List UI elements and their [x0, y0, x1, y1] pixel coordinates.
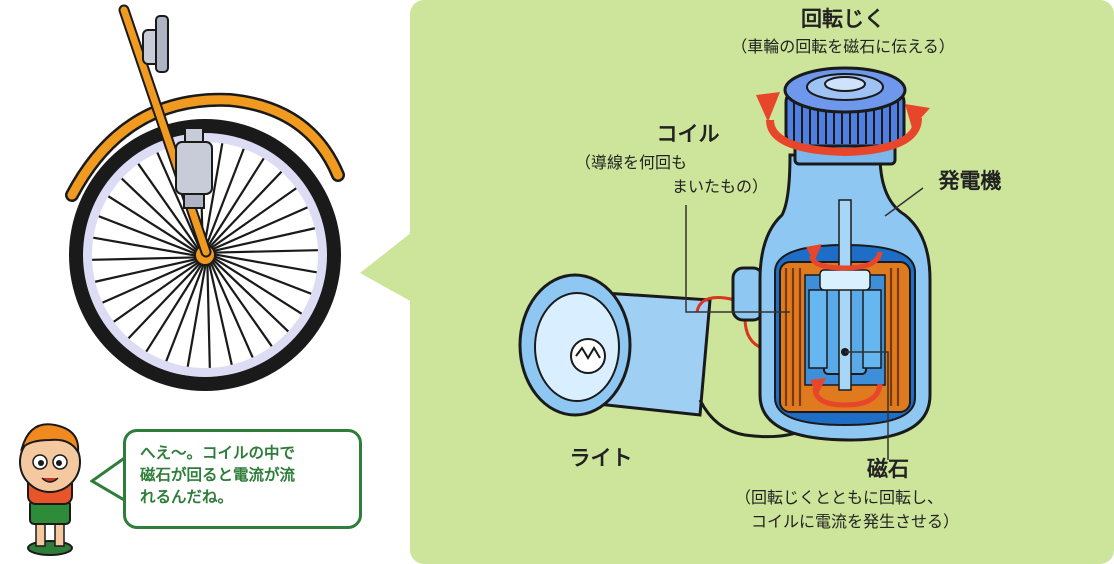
axle-description: （車輪の回転を磁石に伝える）	[731, 37, 955, 56]
front-fork	[118, 4, 212, 258]
magnet-description-line2: コイルに電流を発生させる）	[751, 512, 960, 531]
rotation-arrow-mid	[809, 251, 883, 271]
generator	[731, 66, 932, 442]
wheel-spoke	[210, 253, 312, 295]
wheel-spoke	[209, 257, 273, 347]
wheel-spoke	[206, 170, 283, 251]
black-wire	[698, 399, 806, 439]
wheel-spoke	[208, 206, 308, 252]
wheel-spoke	[113, 259, 203, 323]
character	[19, 423, 81, 556]
rotation-arrowhead-top-right	[905, 104, 930, 128]
wheel-spoke	[94, 257, 201, 283]
speech-bubble: へえ～。コイルの中で 磁石が回ると電流が流 れるんだね。	[123, 429, 362, 529]
wheel-spoke	[209, 227, 316, 253]
wheel-spoke	[210, 252, 317, 274]
wheel-spoke	[98, 215, 200, 257]
wheel-spoke	[202, 143, 224, 250]
magnet-description-line1: （回転じくとともに回転し、	[735, 488, 944, 507]
wheel-spoke	[206, 260, 211, 368]
bike-light	[142, 15, 169, 73]
wheel-spoke	[186, 260, 208, 367]
wheel-spoke	[156, 152, 202, 252]
wheel-spoke	[207, 187, 297, 251]
wheel-spoke	[203, 148, 245, 250]
coil-title: コイル	[656, 122, 720, 146]
speech-bubble-text: へえ～。コイルの中で 磁石が回ると電流が流 れるんだね。	[140, 444, 296, 506]
wheel-spoke	[120, 177, 201, 254]
bike-dynamo	[175, 127, 213, 209]
coil-description-line1: （導線を何回も	[575, 153, 688, 172]
wheel-spoke	[107, 195, 200, 255]
light-title: ライト	[569, 446, 633, 470]
wheel-spoke	[93, 236, 200, 258]
coil-leader	[685, 205, 790, 313]
wheel-spoke	[210, 249, 318, 254]
wheel-spoke	[165, 260, 207, 362]
magnet-title: 磁石	[867, 457, 909, 481]
wheel-spoke	[137, 163, 201, 253]
wheel-spoke	[207, 259, 233, 366]
wheel-spoke	[209, 256, 290, 333]
wheel-spoke	[210, 255, 303, 315]
light-unit	[518, 273, 712, 417]
rotation-arrow-bottom	[812, 383, 883, 408]
wheel-spoke	[145, 260, 205, 353]
rotation-arrowhead-top-left	[756, 92, 780, 122]
coil-description-line2: まいたもの）	[672, 177, 769, 196]
generator-title: 発電機	[938, 169, 1002, 193]
wheel-spoke	[102, 258, 202, 304]
wheel-spoke	[92, 256, 200, 261]
wheel-spoke	[205, 157, 265, 250]
fender	[65, 92, 345, 202]
axle-title: 回転じく	[801, 7, 885, 31]
magnet-leader	[845, 351, 889, 460]
rotation-arrow-top	[766, 117, 922, 157]
rotation-arrowhead-mid	[806, 244, 822, 262]
rotation-arrowhead-bottom	[810, 378, 826, 396]
generator-leader	[884, 187, 924, 217]
wheel-spoke	[208, 258, 254, 358]
wheel-spoke	[127, 259, 204, 340]
